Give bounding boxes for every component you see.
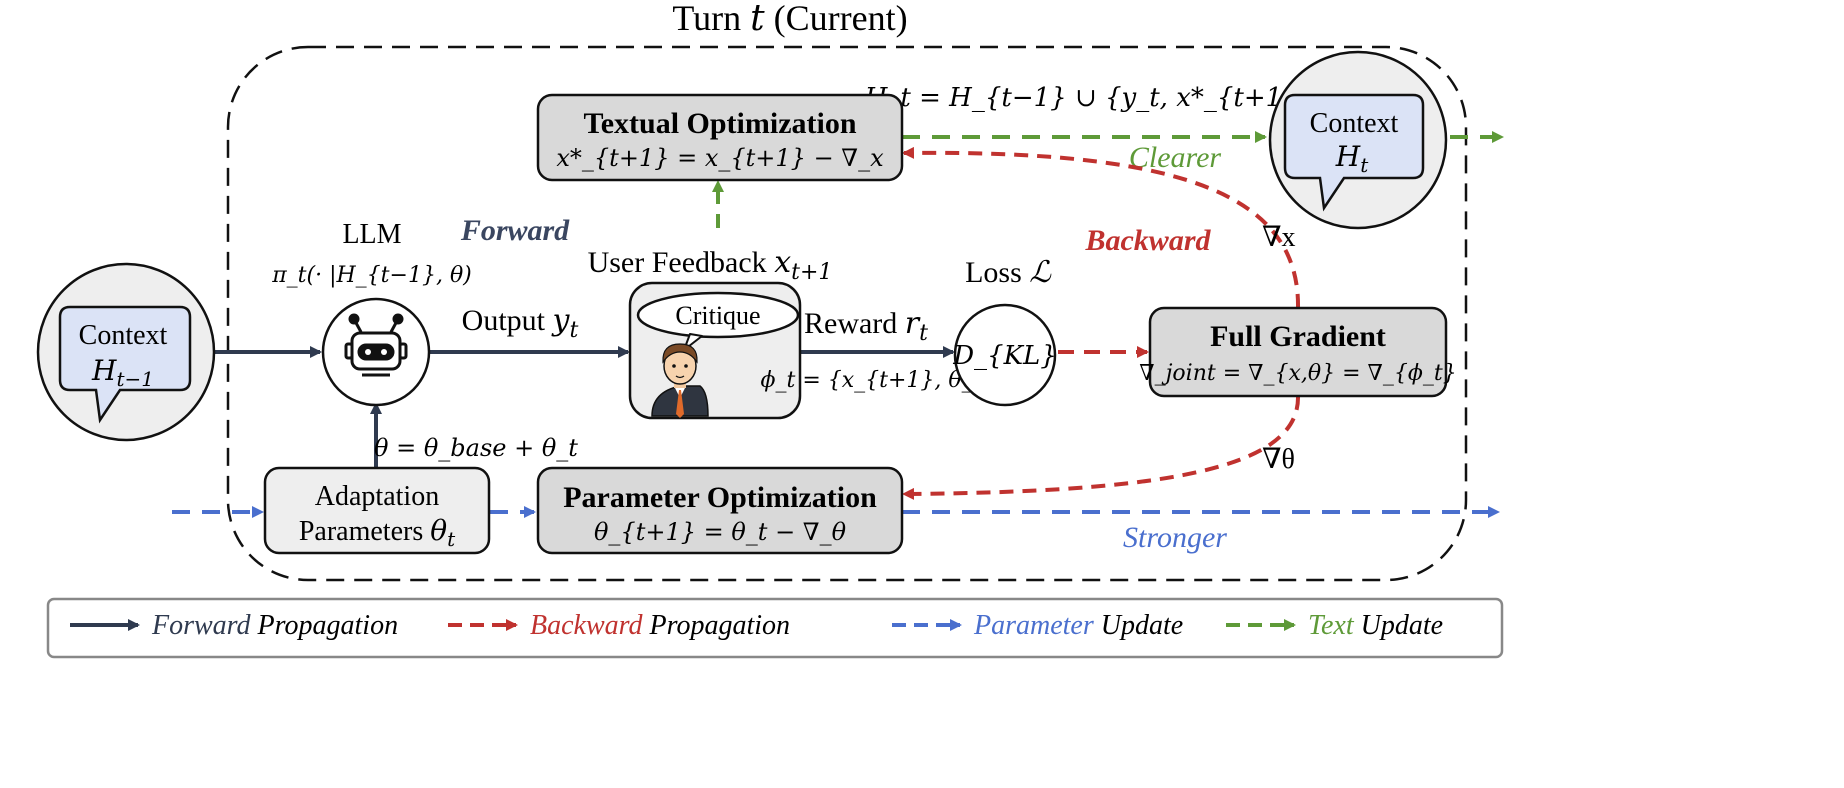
textual-optimization-title: Textual Optimization — [583, 107, 856, 140]
history-update-formula: H_t = H_{t−1} ∪ {y_t, x*_{t+1}} — [864, 83, 1316, 113]
legend-label-text: Text Update — [1308, 610, 1443, 641]
context-prev-speech-bubble — [58, 305, 192, 424]
legend-item-parameter: Parameter Update — [892, 610, 1183, 641]
reward-label: Reward rt — [804, 306, 928, 346]
llm-node — [321, 297, 431, 407]
person-icon — [651, 343, 709, 418]
adaptation-parameters-box: Adaptation Parameters θt — [263, 466, 491, 555]
full-gradient-formula: ∇_joint = ∇_{x,θ} = ∇_{ϕ_t} — [1139, 361, 1457, 386]
parameter-optimization-formula: θ_{t+1} = θ_t − ∇_θ — [594, 518, 847, 546]
legend-label-backward: Backward Propagation — [530, 610, 790, 641]
grad-theta-label: ∇θ — [1262, 444, 1295, 475]
context-next-speech-bubble — [1283, 93, 1425, 212]
llm-label: LLM — [342, 219, 401, 250]
full-gradient-box: Full Gradient ∇_joint = ∇_{x,θ} = ∇_{ϕ_t… — [1139, 306, 1457, 398]
context-next-symbol: Ht — [1335, 140, 1369, 177]
textual-optimization-formula: x*_{t+1} = x_{t+1} − ∇_x — [556, 144, 884, 172]
phi-label: ϕ_t = {x_{t+1}, θ_t} — [761, 368, 996, 393]
context-prev-symbol: Ht−1 — [91, 354, 154, 391]
llm-policy: π_t(· |H_{t−1}, θ) — [271, 263, 472, 288]
context-next-label: Context — [1310, 108, 1399, 139]
legend: Forward Propagation Backward Propagation P… — [46, 597, 1504, 659]
context-prev-node: Context Ht−1 — [36, 262, 216, 442]
parameter-optimization-box: Parameter Optimization θ_{t+1} = θ_t − ∇… — [536, 466, 904, 555]
legend-item-text: Text Update — [1226, 610, 1443, 641]
legend-label-forward: Forward Propagation — [151, 610, 398, 641]
context-next-node: Context Ht — [1268, 50, 1448, 230]
backward-label: Backward — [1084, 224, 1211, 257]
context-prev-label: Context — [79, 320, 168, 351]
clearer-label: Clearer — [1129, 141, 1222, 174]
adaptation-line1: Adaptation — [315, 481, 439, 512]
backward-arrow-gradient-to-textual — [902, 146, 1301, 309]
loss-label: Loss ℒ — [965, 255, 1052, 290]
grad-x-label: ∇x — [1262, 222, 1296, 253]
critique-text: Critique — [675, 301, 760, 330]
diagram-title: Turn t (Current) — [672, 0, 907, 39]
dkl-symbol: D_{KL} — [952, 341, 1057, 371]
legend-item-forward: Forward Propagation — [70, 610, 398, 641]
stronger-label: Stronger — [1123, 521, 1227, 554]
forward-label: Forward — [460, 214, 570, 247]
user-feedback-node: Critique — [628, 281, 802, 420]
full-gradient-title: Full Gradient — [1210, 320, 1386, 353]
textual-optimization-box: Textual Optimization x*_{t+1} = x_{t+1} … — [536, 93, 904, 182]
backward-arrow-gradient-to-parameter — [902, 395, 1301, 500]
legend-box — [46, 597, 1504, 659]
theta-equation: θ = θ_base + θ_t — [374, 434, 578, 462]
robot-icon — [344, 313, 408, 377]
user-feedback-label: User Feedback xt+1 — [588, 245, 833, 285]
turn-boundary — [226, 45, 1468, 582]
loss-node: D_{KL} — [952, 303, 1057, 407]
parameter-optimization-title: Parameter Optimization — [563, 481, 877, 514]
legend-label-parameter: Parameter Update — [973, 610, 1183, 641]
critique-speech-bubble — [636, 291, 800, 339]
adaptation-line2: Parameters θt — [299, 514, 456, 551]
legend-item-backward: Backward Propagation — [448, 610, 790, 641]
output-label: Output yt — [462, 303, 579, 343]
